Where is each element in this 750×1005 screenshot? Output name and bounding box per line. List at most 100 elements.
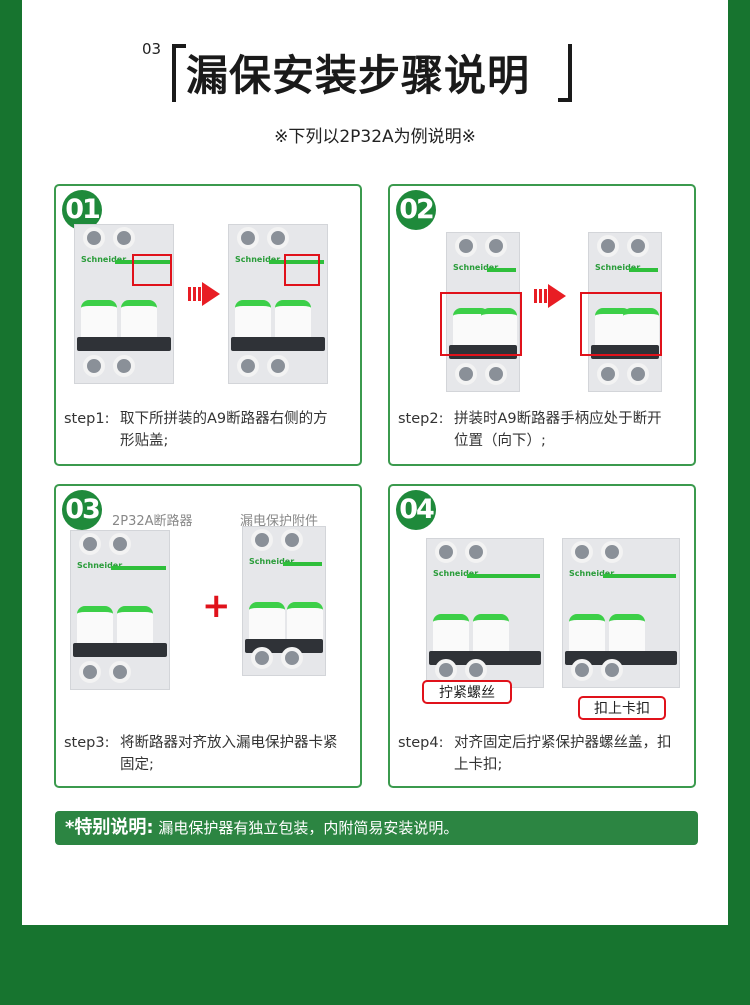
brand-logo: Schneider [569, 569, 615, 578]
handle-bar [73, 643, 167, 657]
terminal-screw-icon [435, 541, 457, 563]
brand-logo: Schneider [81, 255, 127, 264]
terminal-screw-icon [109, 661, 131, 683]
brand-stripe [603, 574, 676, 578]
step-badge: 01 [62, 190, 102, 230]
accessory-label: 漏电保护附件 [240, 514, 319, 529]
toggle-handle [623, 308, 659, 348]
rcd-accessory-image: Schneider [242, 526, 326, 676]
terminal-screw-icon [109, 533, 131, 555]
callout-snap-clip: 扣上卡扣 [578, 696, 666, 720]
handle-bar [565, 651, 677, 665]
section-number: 03 [142, 40, 162, 58]
terminal-screw-icon [627, 363, 649, 385]
subtitle: ※下列以2P32A为例说明※ [274, 127, 476, 147]
special-note-bar: *特别说明: 漏电保护器有独立包装，内附简易安装说明。 [55, 811, 698, 845]
terminal-screw-icon [251, 647, 273, 669]
step-card-3: 03 2P32A断路器 漏电保护附件 Schneider + Schneider… [54, 484, 362, 788]
brand-logo: Schneider [235, 255, 281, 264]
terminal-screw-icon [79, 661, 101, 683]
terminal-screw-icon [83, 355, 105, 377]
terminal-screw-icon [465, 541, 487, 563]
terminal-screw-icon [281, 529, 303, 551]
toggle-handle [235, 300, 271, 340]
terminal-screw-icon [571, 659, 593, 681]
assembled-breaker-image: Schneider [562, 538, 680, 688]
toggle-handle [609, 614, 645, 654]
breaker-image: Schneider [588, 232, 662, 392]
terminal-screw-icon [597, 363, 619, 385]
breaker-image: Schneider [228, 224, 328, 384]
callout-tighten-screw: 拧紧螺丝 [422, 680, 512, 704]
arrow-right-icon [188, 282, 222, 306]
brand-stripe [115, 260, 170, 264]
toggle-handle [275, 300, 311, 340]
terminal-screw-icon [267, 227, 289, 249]
terminal-screw-icon [601, 659, 623, 681]
step-text: step3:将断路器对齐放入漏电保护器卡紧固定; [64, 735, 338, 773]
arrow-right-icon [534, 284, 568, 308]
terminal-screw-icon [113, 355, 135, 377]
terminal-screw-icon [597, 235, 619, 257]
toggle-handle [249, 602, 285, 642]
brand-logo: Schneider [433, 569, 479, 578]
highlight-box [580, 292, 662, 356]
breaker-label: 2P32A断路器 [112, 514, 193, 529]
brand-logo: Schneider [77, 561, 123, 570]
toggle-handle [287, 602, 323, 642]
terminal-screw-icon [281, 647, 303, 669]
brand-stripe [111, 566, 166, 570]
brand-stripe [487, 268, 516, 272]
toggle-handle [121, 300, 157, 340]
handle-bar [429, 651, 541, 665]
toggle-handle [77, 606, 113, 646]
step-badge: 04 [396, 490, 436, 530]
highlight-box [132, 254, 172, 286]
step-text: step2:拼装时A9断路器手柄应处于断开位置（向下）; [398, 411, 662, 449]
highlight-box [284, 254, 320, 286]
brand-stripe [467, 574, 540, 578]
terminal-screw-icon [267, 355, 289, 377]
brand-stripe [283, 562, 322, 566]
toggle-handle [81, 300, 117, 340]
bracket-left [172, 44, 186, 102]
toggle-handle [117, 606, 153, 646]
brand-logo: Schneider [453, 263, 499, 272]
toggle-handle [433, 614, 469, 654]
step-card-4: 04 Schneider Schneider 拧紧螺丝 扣上卡扣 step4:对… [388, 484, 696, 788]
brand-logo: Schneider [595, 263, 641, 272]
step-text: step1:取下所拼装的A9断路器右侧的方形贴盖; [64, 411, 328, 449]
terminal-screw-icon [435, 659, 457, 681]
plus-icon: + [202, 586, 231, 626]
highlight-box [440, 292, 522, 356]
handle-bar [77, 337, 171, 351]
terminal-screw-icon [571, 541, 593, 563]
page-title: 漏保安装步骤说明 [186, 51, 531, 100]
breaker-image: Schneider [74, 224, 174, 384]
bracket-right [558, 44, 572, 102]
breaker-image: Schneider [446, 232, 520, 392]
terminal-screw-icon [237, 227, 259, 249]
step-card-2: 02 Schneider Schneider step2:拼装时A9断路器手柄应… [388, 184, 696, 466]
toggle-handle [473, 614, 509, 654]
terminal-screw-icon [455, 363, 477, 385]
step-badge: 03 [62, 490, 102, 530]
terminal-screw-icon [485, 235, 507, 257]
terminal-screw-icon [237, 355, 259, 377]
step-card-1: 01 Schneider Schneider step1:取下所拼装的A9断路器… [54, 184, 362, 466]
terminal-screw-icon [79, 533, 101, 555]
terminal-screw-icon [485, 363, 507, 385]
step-badge: 02 [396, 190, 436, 230]
breaker-image: Schneider [70, 530, 170, 690]
terminal-screw-icon [113, 227, 135, 249]
terminal-screw-icon [251, 529, 273, 551]
terminal-screw-icon [465, 659, 487, 681]
toggle-handle [569, 614, 605, 654]
terminal-screw-icon [601, 541, 623, 563]
terminal-screw-icon [83, 227, 105, 249]
brand-stripe [269, 260, 324, 264]
terminal-screw-icon [455, 235, 477, 257]
assembled-breaker-image: Schneider [426, 538, 544, 688]
toggle-handle [481, 308, 517, 348]
brand-logo: Schneider [249, 557, 295, 566]
